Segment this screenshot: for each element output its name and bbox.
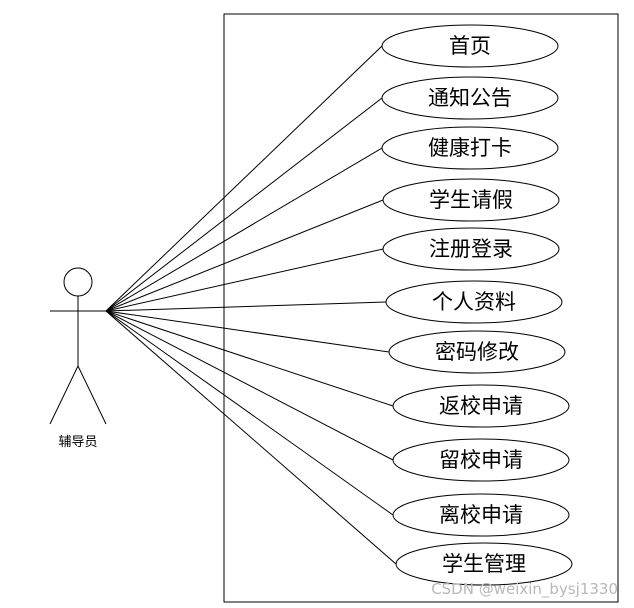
use-case-ellipse: [392, 384, 570, 428]
use-case: 留校申请: [392, 438, 570, 482]
association-line: [105, 199, 384, 312]
association-line: [105, 248, 384, 312]
use-case: 健康打卡: [381, 126, 559, 170]
association-line: [105, 310, 397, 565]
association-line: [105, 301, 387, 312]
use-case-label: 个人资料: [432, 290, 516, 314]
association-line: [105, 310, 390, 353]
use-case: 密码修改: [388, 330, 566, 374]
use-case-ellipse: [395, 542, 573, 586]
use-case-label: 返校申请: [439, 394, 523, 418]
use-case-label: 离校申请: [439, 503, 523, 527]
actor-label: 辅导员: [58, 435, 97, 450]
association-lines: [105, 45, 397, 565]
system-boundary: [223, 13, 619, 603]
use-case-label: 密码修改: [435, 340, 519, 364]
actor-left-leg: [49, 365, 79, 425]
use-case: 学生管理: [395, 542, 573, 586]
use-case: 个人资料: [385, 280, 563, 324]
use-case: 学生请假: [382, 178, 560, 222]
use-case: 注册登录: [382, 227, 560, 271]
use-case-ellipse: [392, 438, 570, 482]
use-case-label: 注册登录: [429, 237, 513, 261]
use-case-ellipse: [382, 178, 560, 222]
use-case-label: 通知公告: [428, 86, 512, 110]
use-case: 通知公告: [381, 76, 559, 120]
use-case-label: 学生请假: [429, 188, 513, 212]
actor-figure: [49, 267, 107, 425]
use-cases: 首页通知公告健康打卡学生请假注册登录个人资料密码修改返校申请留校申请离校申请学生…: [381, 24, 573, 586]
use-case-label: 首页: [449, 34, 491, 58]
association-line: [105, 97, 383, 312]
use-case-label: 学生管理: [442, 552, 526, 576]
use-case: 首页: [381, 24, 559, 68]
association-line: [105, 45, 383, 312]
use-case: 返校申请: [392, 384, 570, 428]
use-case-ellipse: [382, 227, 560, 271]
use-case-ellipse: [388, 330, 566, 374]
association-line: [105, 310, 394, 407]
use-case: 离校申请: [392, 493, 570, 537]
association-line: [105, 310, 394, 461]
use-case-ellipse: [381, 24, 559, 68]
use-case-label: 留校申请: [439, 448, 523, 472]
use-case-ellipse: [392, 493, 570, 537]
use-case-label: 健康打卡: [428, 136, 512, 160]
association-line: [105, 310, 394, 516]
watermark-text: CSDN @weixin_bysj1330: [431, 580, 618, 599]
use-case-ellipse: [385, 280, 563, 324]
actor-right-leg: [77, 365, 107, 425]
use-case-ellipse: [381, 126, 559, 170]
association-line: [105, 147, 383, 312]
use-case-ellipse: [381, 76, 559, 120]
actor-head: [63, 267, 93, 297]
